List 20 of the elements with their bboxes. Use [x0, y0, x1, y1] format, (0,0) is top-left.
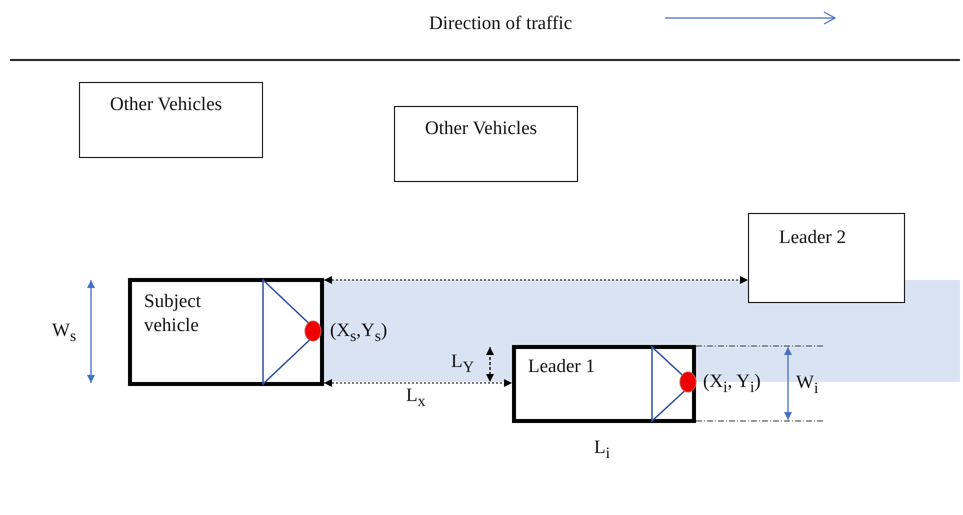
coordinate-label: (X$_{s}$,Y$_{s}$): [330, 320, 388, 347]
vehicle-label: Other Vehicles: [425, 117, 538, 141]
dimension-label: W$_{i}$: [796, 372, 818, 399]
edge-label: L$_{x}$: [406, 385, 426, 412]
dimension-label: W$_{s}$: [52, 320, 76, 347]
caption-text: Direction of traffic: [429, 13, 572, 35]
vehicle-label: Other Vehicles: [110, 93, 222, 117]
vehicle-box: [394, 106, 578, 182]
gap-arrow: [324, 379, 512, 387]
vehicle-box: [79, 82, 263, 158]
vehicle-box: [128, 278, 324, 386]
vehicle-label: Leader 1: [528, 355, 595, 379]
coordinate-label: (X$_{i}$, Y$_{i}$): [703, 371, 761, 398]
vehicle-box: [512, 345, 696, 423]
vehicle-label: Leader 2: [779, 226, 846, 250]
dimension-label: L$_{i}$: [594, 437, 610, 464]
vehicle-box: [748, 213, 905, 303]
dimension-label: L$_{Y}$: [451, 351, 474, 378]
gap-arrow: [324, 276, 748, 284]
vehicle-label: Subject vehicle: [144, 290, 202, 338]
